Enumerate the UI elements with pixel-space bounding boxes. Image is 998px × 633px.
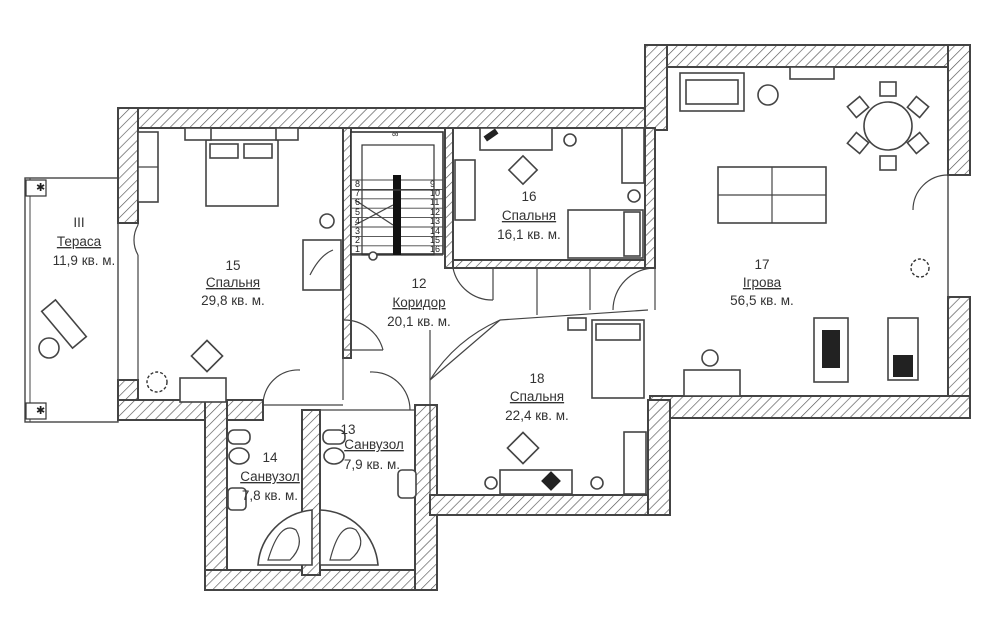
- room-area: 22,4 кв. м.: [505, 408, 569, 423]
- room-area: 7,8 кв. м.: [242, 488, 298, 503]
- bidet-icon: [227, 487, 247, 511]
- room-name: Санвузол: [240, 469, 300, 484]
- chair-icon: [506, 431, 540, 465]
- room-label-corridor: 12 Коридор 20,1 кв. м.: [387, 276, 451, 329]
- wardrobe-icon: [621, 127, 645, 184]
- sink-icon: [397, 469, 417, 499]
- room-area: 56,5 кв. м.: [730, 293, 794, 308]
- svg-text:✱: ✱: [36, 404, 45, 417]
- room-area: 29,8 кв. м.: [201, 293, 265, 308]
- room-label-terrace: III Тераса 11,9 кв. м.: [53, 215, 116, 268]
- shower-icon: [257, 509, 313, 566]
- stair-step-8: 8: [355, 179, 360, 189]
- room-name: Ігрова: [743, 275, 782, 290]
- side-table-icon: [38, 337, 60, 359]
- room-name: Спальня: [206, 275, 260, 290]
- plant-icon: [146, 371, 168, 393]
- room-name: Коридор: [392, 295, 445, 310]
- round-table-icon: [863, 101, 913, 151]
- room-number: 15: [225, 258, 240, 273]
- room-area: 16,1 кв. м.: [497, 227, 561, 242]
- desk-icon: [499, 469, 573, 495]
- column-icon: [25, 179, 47, 197]
- bathroom-13-fixtures: [319, 371, 417, 566]
- stair-step-12: 12: [430, 207, 440, 217]
- room-area: 11,9 кв. м.: [53, 253, 116, 268]
- room-number: 13: [340, 422, 355, 437]
- toilet-icon: [227, 429, 251, 445]
- stair-step-3: 3: [355, 226, 360, 236]
- bedroom-16-furniture: [452, 127, 645, 301]
- room-label-bathroom-14: 14 Санвузол 7,8 кв. м.: [240, 450, 300, 503]
- stair-step-1: 1: [355, 244, 360, 254]
- room-number: 16: [521, 189, 536, 204]
- room-number: 18: [529, 371, 544, 386]
- wardrobe-icon: [623, 431, 647, 495]
- bedroom-15-furniture: [137, 127, 384, 403]
- room-area: 7,9 кв. м.: [344, 457, 400, 472]
- stair-step-10: 10: [430, 188, 440, 198]
- room-name: Тераса: [57, 234, 102, 249]
- room-label-bedroom-18: 18 Спальня 22,4 кв. м.: [505, 371, 569, 423]
- room-number: III: [73, 215, 84, 230]
- stair-step-11: 11: [430, 197, 439, 207]
- svg-text:✱: ✱: [36, 181, 45, 194]
- plant-icon: [910, 258, 930, 278]
- stair-step-15: 15: [430, 235, 440, 245]
- chair-icon: [507, 154, 539, 186]
- terrace-area: ✱ ✱: [24, 177, 139, 423]
- column-icon: [25, 402, 47, 420]
- room-label-bathroom-13: 13 Санвузол 7,9 кв. м.: [340, 422, 403, 472]
- stool-icon: [190, 339, 224, 373]
- stair-step-16: 16: [430, 244, 440, 254]
- toilet-icon: [322, 429, 346, 445]
- stair-step-4: 4: [355, 216, 360, 226]
- room-label-bedroom-16: 16 Спальня 16,1 кв. м.: [497, 189, 561, 242]
- staircase: ∞ 9 10 11 12 13 14 15 16 1 2 3 4 5 6 7 8: [350, 129, 444, 261]
- tv-stand-icon: [789, 66, 835, 80]
- desk-icon: [479, 127, 553, 151]
- room-number: 12: [411, 276, 426, 291]
- room-number: 14: [262, 450, 278, 465]
- room-area: 20,1 кв. м.: [387, 314, 451, 329]
- room-label-playroom-17: 17 Ігрова 56,5 кв. м.: [730, 257, 794, 308]
- stair-step-2: 2: [355, 235, 360, 245]
- playroom-17-furniture: [612, 66, 949, 397]
- stair-step-14: 14: [430, 226, 440, 236]
- room-name: Спальня: [510, 389, 564, 404]
- wardrobe-icon: [454, 159, 476, 221]
- armchair-icon: [302, 239, 342, 291]
- shower-icon: [319, 509, 379, 566]
- bathroom-14-fixtures: [227, 369, 313, 566]
- lounger-icon: [40, 298, 88, 350]
- room-name: Спальня: [502, 208, 556, 223]
- bench-icon: [683, 369, 741, 397]
- room-number: 17: [754, 257, 769, 272]
- stair-step-6: 6: [355, 197, 360, 207]
- room-labels: III Тераса 11,9 кв. м. 15 Спальня 29,8 к…: [53, 189, 794, 503]
- bedroom-18-furniture: [429, 317, 647, 495]
- stair-step-9: 9: [430, 179, 435, 189]
- room-label-bedroom-15: 15 Спальня 29,8 кв. м.: [201, 258, 265, 308]
- stair-top-symbol: ∞: [392, 129, 398, 139]
- plant-icon: [319, 213, 335, 229]
- stair-step-5: 5: [355, 207, 360, 217]
- room-name: Санвузол: [344, 437, 404, 452]
- stair-step-7: 7: [355, 188, 360, 198]
- desk-icon: [179, 377, 227, 403]
- stair-step-13: 13: [430, 216, 440, 226]
